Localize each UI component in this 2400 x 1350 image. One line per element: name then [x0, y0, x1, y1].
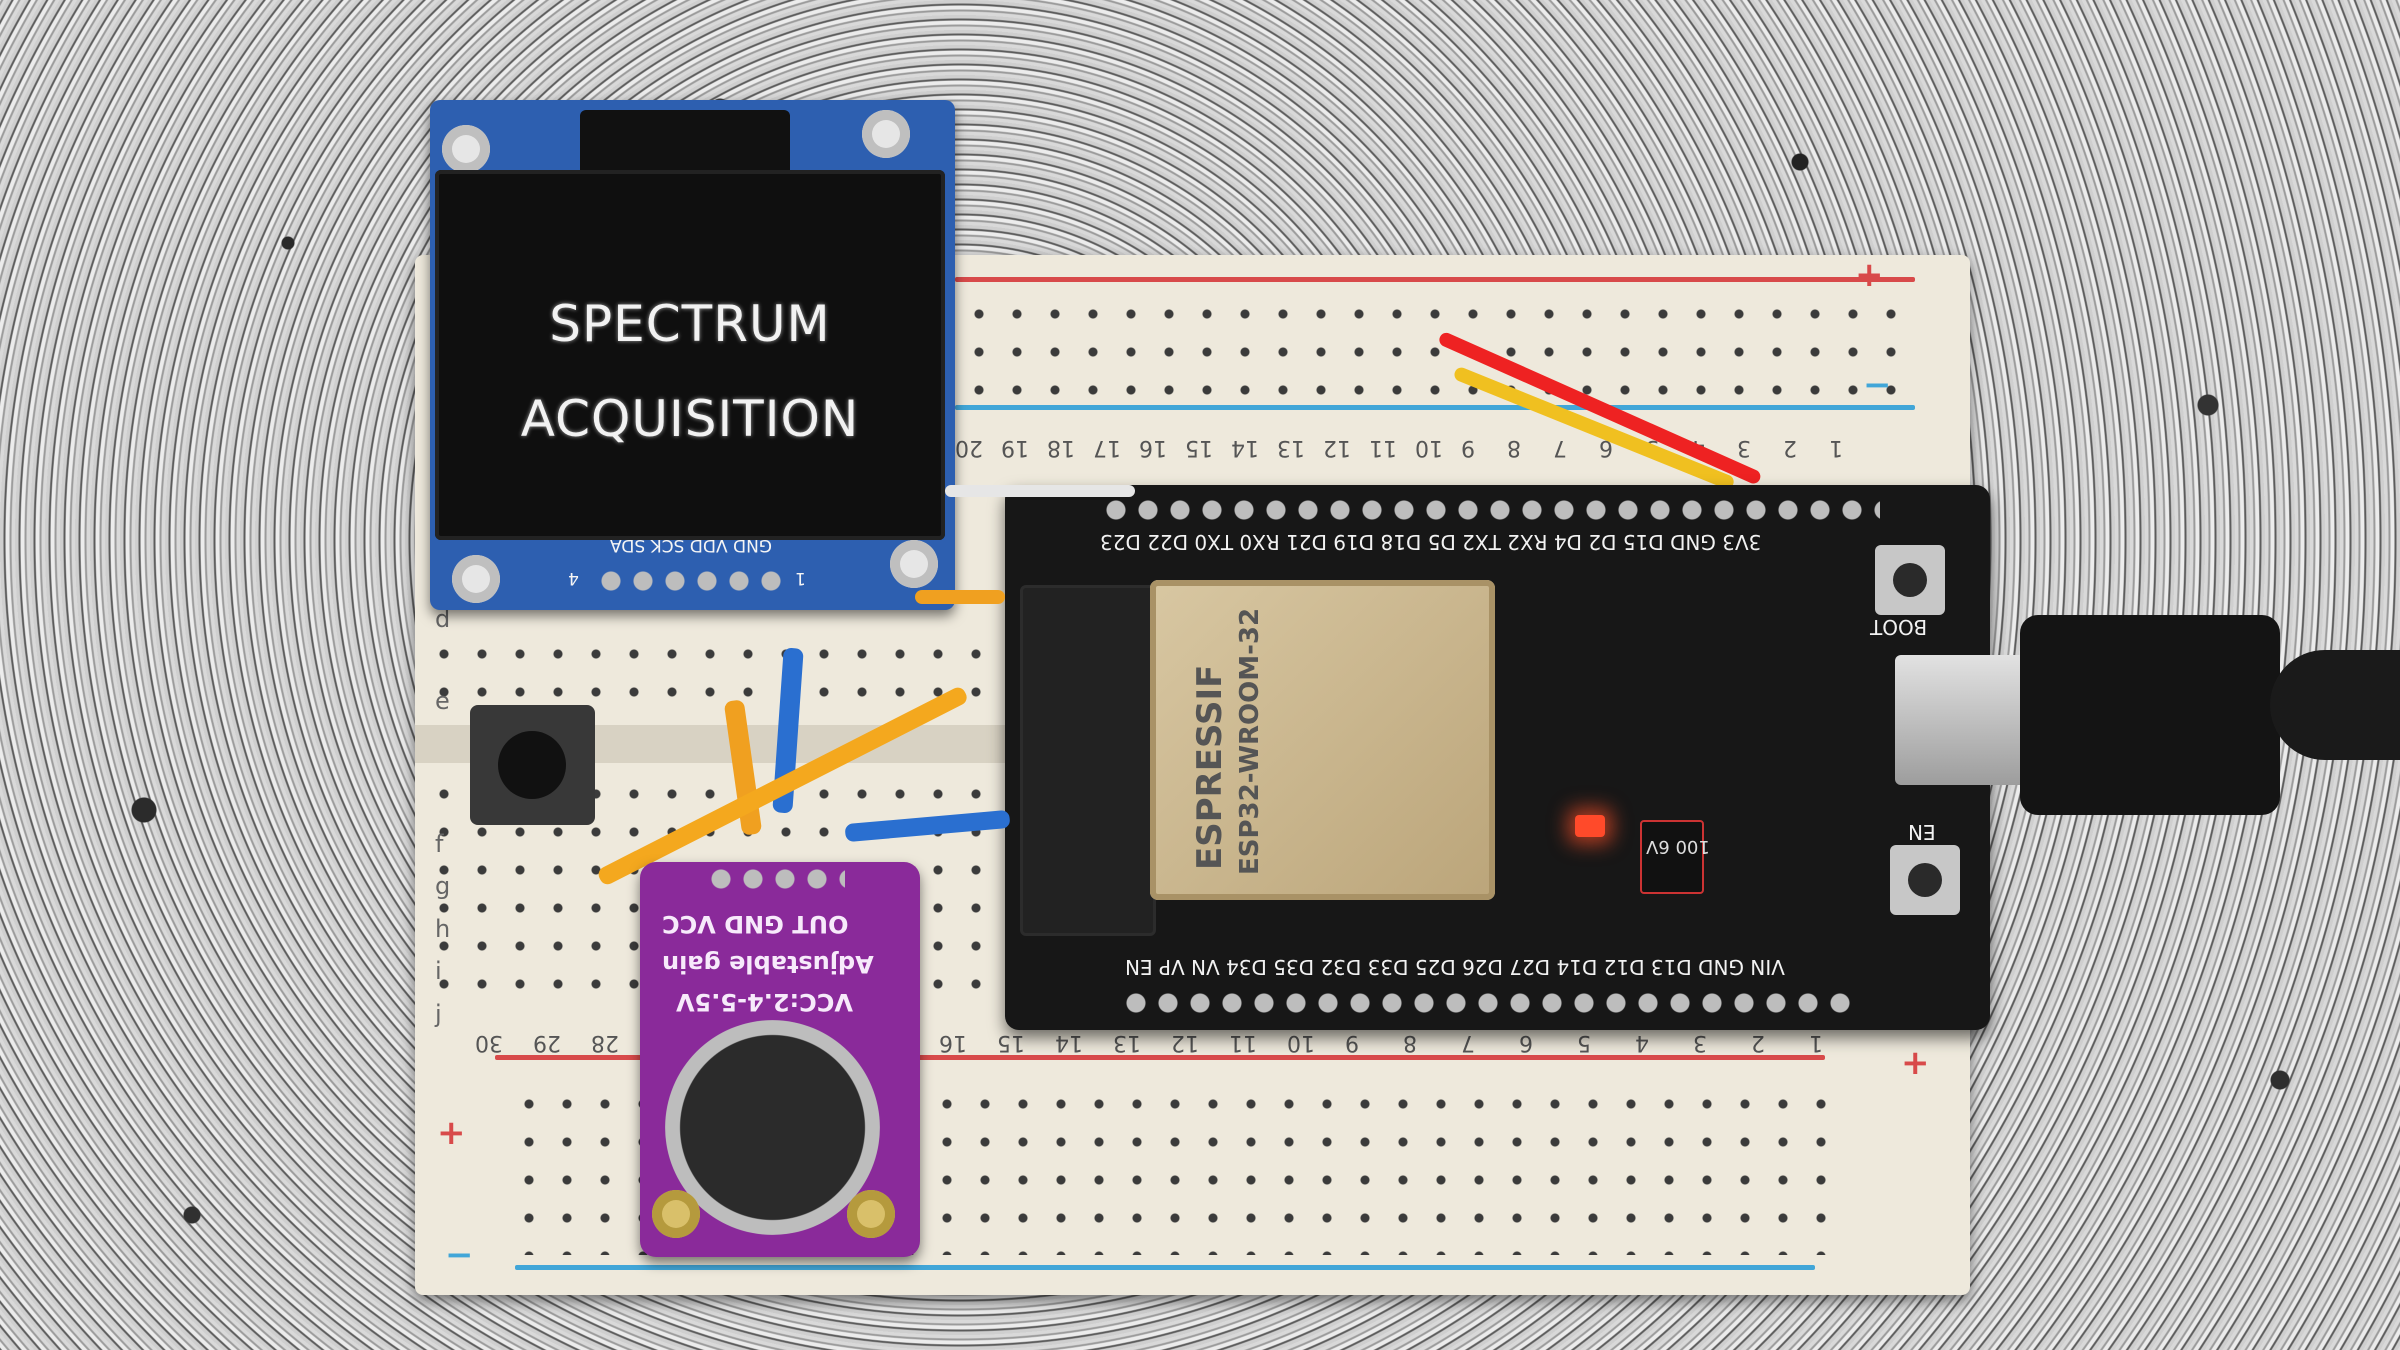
mount-hole	[847, 1190, 895, 1238]
column-number: 13	[1113, 1030, 1141, 1055]
mic-voltage-label: VCC:2.4-5.5V	[676, 988, 853, 1016]
en-button[interactable]	[1890, 845, 1960, 915]
column-number: 9	[1461, 435, 1475, 460]
mount-hole	[452, 555, 500, 603]
plus-sign: +	[437, 1113, 466, 1153]
column-number: 13	[1277, 435, 1305, 460]
oled-line-1: SPECTRUM	[549, 295, 831, 353]
column-number: 15	[1185, 435, 1213, 460]
column-number: 19	[1001, 435, 1029, 460]
mic-gain-label: Adjustable gain	[662, 950, 874, 978]
electret-microphone	[665, 1020, 880, 1235]
capacitor-label: 100 6V	[1646, 836, 1710, 857]
column-number: 12	[1323, 435, 1351, 460]
column-number: 15	[997, 1030, 1025, 1055]
top-rail-holes	[960, 295, 1910, 395]
en-label: EN	[1908, 820, 1936, 844]
column-number: 9	[1345, 1030, 1359, 1055]
module-brand: ESPRESSIF	[1190, 664, 1230, 870]
column-number: 28	[591, 1030, 619, 1055]
top-positive-rail	[955, 277, 1915, 282]
column-number: 10	[1287, 1030, 1315, 1055]
column-number: 29	[533, 1030, 561, 1055]
micro-usb-port	[1895, 655, 2035, 785]
column-number: 12	[1171, 1030, 1199, 1055]
column-number: 4	[1635, 1030, 1649, 1055]
capacitor	[1640, 820, 1704, 894]
row-letter: j	[435, 1000, 442, 1028]
top-column-numbers: 2019181716151413121110987654321	[955, 435, 1955, 465]
row-letter: d	[435, 605, 451, 633]
minus-sign: −	[445, 1235, 474, 1275]
orange-short-wire	[915, 590, 1005, 604]
row-letter: g	[435, 872, 451, 900]
oled-pin-number: 1	[795, 568, 806, 588]
column-number: 8	[1507, 435, 1521, 460]
minus-sign: −	[1863, 365, 1892, 405]
column-number: 17	[1093, 435, 1121, 460]
oled-screen: SPECTRUM ACQUISITION	[435, 170, 945, 540]
usb-plug	[2020, 615, 2280, 815]
mic-header-pins	[705, 866, 845, 892]
mount-hole	[652, 1190, 700, 1238]
column-number: 7	[1461, 1030, 1475, 1055]
esp32-top-pin-labels: 3V3 GND D15 D2 D4 RX2 TX2 D5 D18 D19 D21…	[1100, 530, 1762, 554]
column-number: 20	[955, 435, 983, 460]
esp32-top-header	[1100, 497, 1880, 523]
power-led	[1575, 815, 1605, 837]
column-number: 10	[1415, 435, 1443, 460]
column-number: 11	[1369, 435, 1397, 460]
pcb-antenna	[1020, 585, 1156, 936]
column-number: 8	[1403, 1030, 1417, 1055]
column-number: 6	[1519, 1030, 1533, 1055]
column-number: 14	[1055, 1030, 1083, 1055]
oled-pin-labels: GND VDD SCK SDA	[610, 535, 773, 555]
plus-sign: +	[1901, 1043, 1930, 1083]
column-number: 16	[939, 1030, 967, 1055]
esp32-bottom-header	[1120, 990, 1850, 1016]
oled-header-pins	[595, 568, 785, 594]
esp32-bottom-pin-labels: VIN GND D13 D12 D14 D27 D26 D25 D33 D32 …	[1125, 955, 1785, 979]
column-number: 1	[1829, 435, 1843, 460]
column-number: 11	[1229, 1030, 1257, 1055]
esp32-wroom-module: ESPRESSIF ESP32-WROOM-32	[1150, 580, 1495, 900]
column-number: 14	[1231, 435, 1259, 460]
oled-line-2: ACQUISITION	[520, 390, 860, 448]
column-number: 2	[1751, 1030, 1765, 1055]
column-number: 3	[1693, 1030, 1707, 1055]
mount-hole	[890, 540, 938, 588]
boot-label: BOOT	[1870, 615, 1928, 639]
oled-ribbon-tab	[580, 110, 790, 180]
column-number: 16	[1139, 435, 1167, 460]
module-model: ESP32-WROOM-32	[1235, 607, 1265, 875]
column-number: 5	[1577, 1030, 1591, 1055]
row-letter: f	[435, 830, 444, 858]
row-letter: i	[435, 957, 442, 985]
bottom-negative-rail	[515, 1265, 1815, 1270]
plus-sign: +	[1855, 255, 1884, 295]
row-letter: h	[435, 915, 451, 943]
column-number: 30	[475, 1030, 503, 1055]
mic-pin-labels: OUT GND VCC	[662, 910, 849, 938]
column-number: 7	[1553, 435, 1567, 460]
tactile-push-button[interactable]	[470, 705, 595, 825]
column-number: 2	[1783, 435, 1797, 460]
bottom-positive-rail	[495, 1055, 1825, 1060]
top-negative-rail	[955, 405, 1915, 410]
column-number: 18	[1047, 435, 1075, 460]
usb-cable	[2270, 650, 2400, 760]
oled-pin-number: 4	[568, 568, 579, 588]
row-letter: e	[435, 687, 450, 715]
mount-hole	[442, 125, 490, 173]
white-wire	[945, 485, 1135, 497]
column-number: 3	[1737, 435, 1751, 460]
column-number: 1	[1809, 1030, 1823, 1055]
mount-hole	[862, 110, 910, 158]
boot-button[interactable]	[1875, 545, 1945, 615]
